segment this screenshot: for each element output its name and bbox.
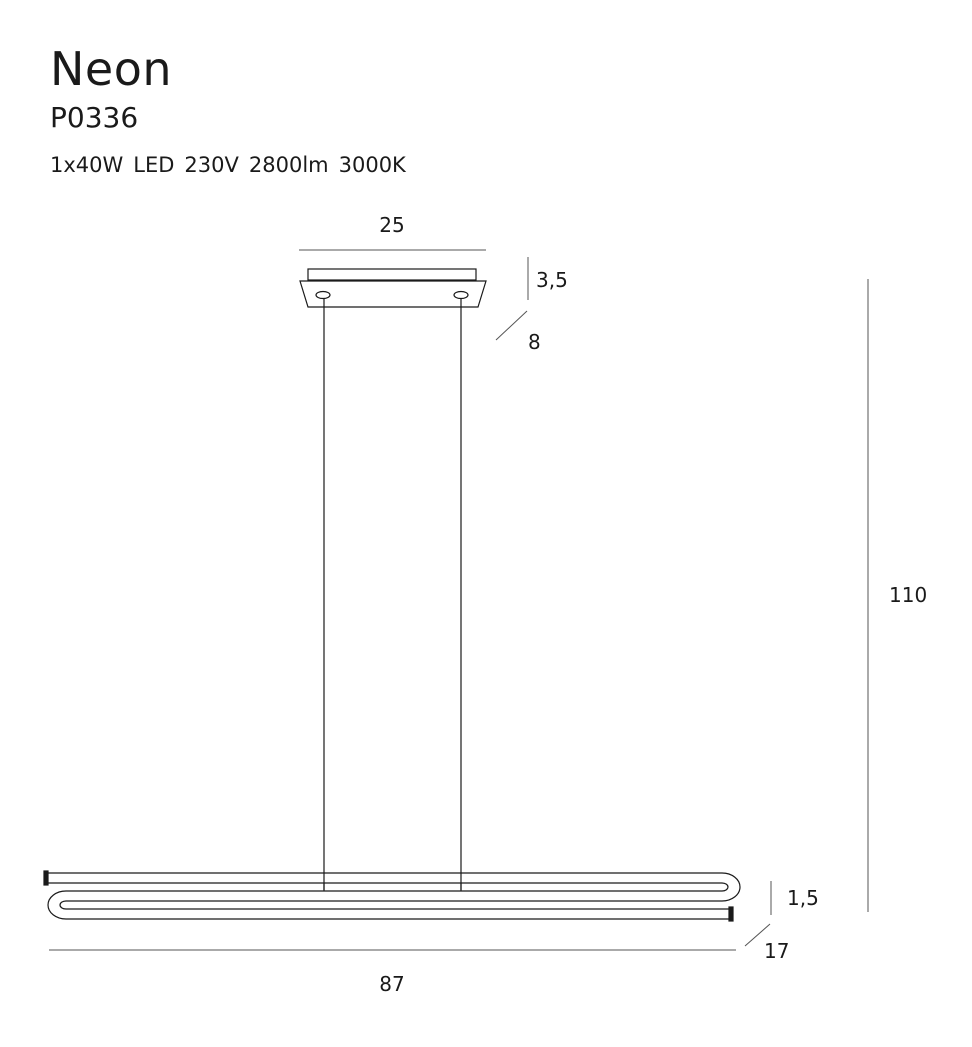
dim-label-body-depth: 17 xyxy=(764,939,789,963)
spec-voltage: 230V xyxy=(184,153,239,177)
spec-power: 1x40W xyxy=(50,153,124,177)
dim-label-canopy-width: 25 xyxy=(379,213,404,237)
lamp-body xyxy=(43,870,741,922)
product-code: P0336 xyxy=(50,101,139,134)
dim-label-body-length: 87 xyxy=(379,972,404,996)
spec-lumen: 2800lm xyxy=(248,153,329,177)
product-specs: 1x40W LED 230V 2800lm 3000K xyxy=(50,155,416,176)
dim-line-body-depth xyxy=(744,923,771,947)
dim-label-total-height: 110 xyxy=(889,583,927,607)
product-name: Neon xyxy=(50,42,173,96)
spec-source: LED xyxy=(133,153,175,177)
ceiling-canopy xyxy=(299,268,487,308)
spec-color-temp: 3000K xyxy=(338,153,406,177)
dim-label-canopy-depth: 8 xyxy=(528,330,541,354)
dim-line-canopy-depth xyxy=(495,310,528,341)
dim-label-canopy-height: 3,5 xyxy=(536,268,568,292)
dim-label-body-height: 1,5 xyxy=(787,886,819,910)
